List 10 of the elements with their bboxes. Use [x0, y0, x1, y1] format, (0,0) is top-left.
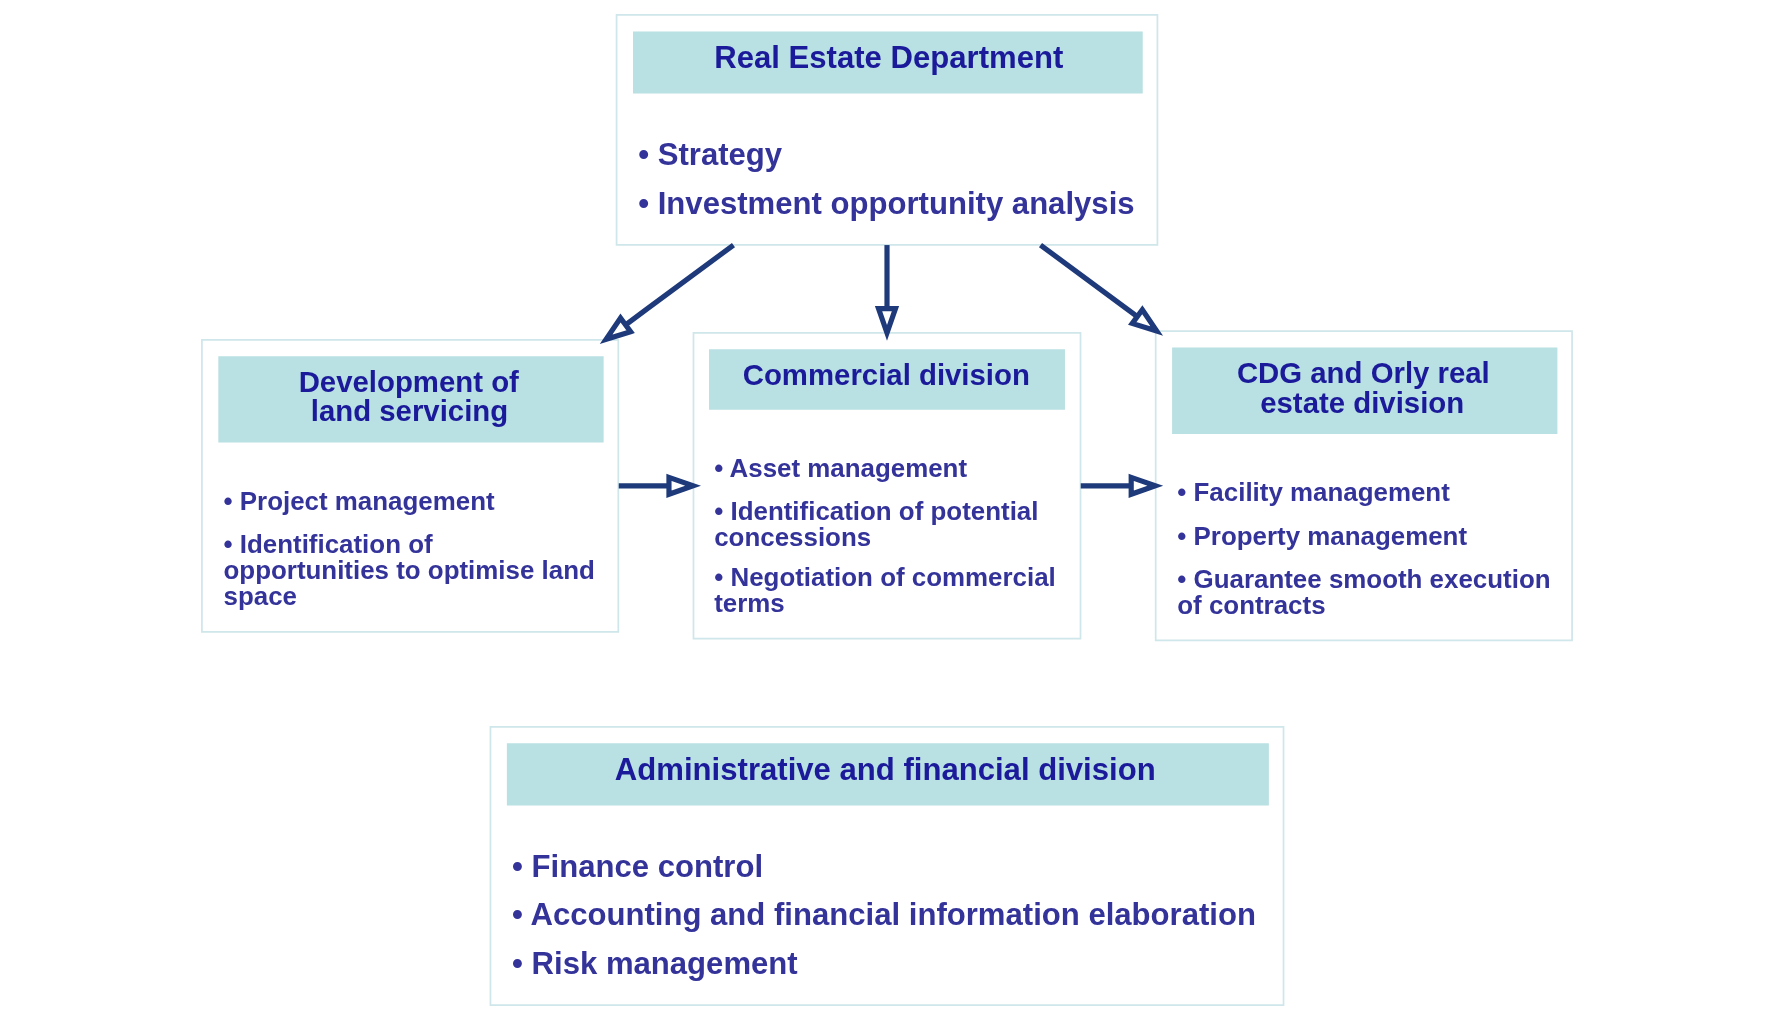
arrow [1039, 243, 1164, 336]
arrow [874, 245, 900, 341]
arrow [618, 473, 701, 498]
node-box: Commercial division • Asset management • Identification of potential concessions • Negotiation of commercial terms [692, 332, 1082, 640]
node-box: Real Estate Department • Strategy • Investment opportunity analysis [615, 14, 1159, 246]
node-box: CDG and Orly real estate division • Facility management • Property management • Guarantee smooth execution of contracts [1154, 330, 1573, 642]
node-box: Development of land servicing • Project management • Identification of opportunities to optimise land space [201, 338, 620, 633]
arrow [599, 243, 735, 344]
node-box: Administrative and financial division • Finance control • Accounting and financial information elaboration • Risk management [489, 725, 1285, 1006]
arrow [1080, 473, 1164, 498]
